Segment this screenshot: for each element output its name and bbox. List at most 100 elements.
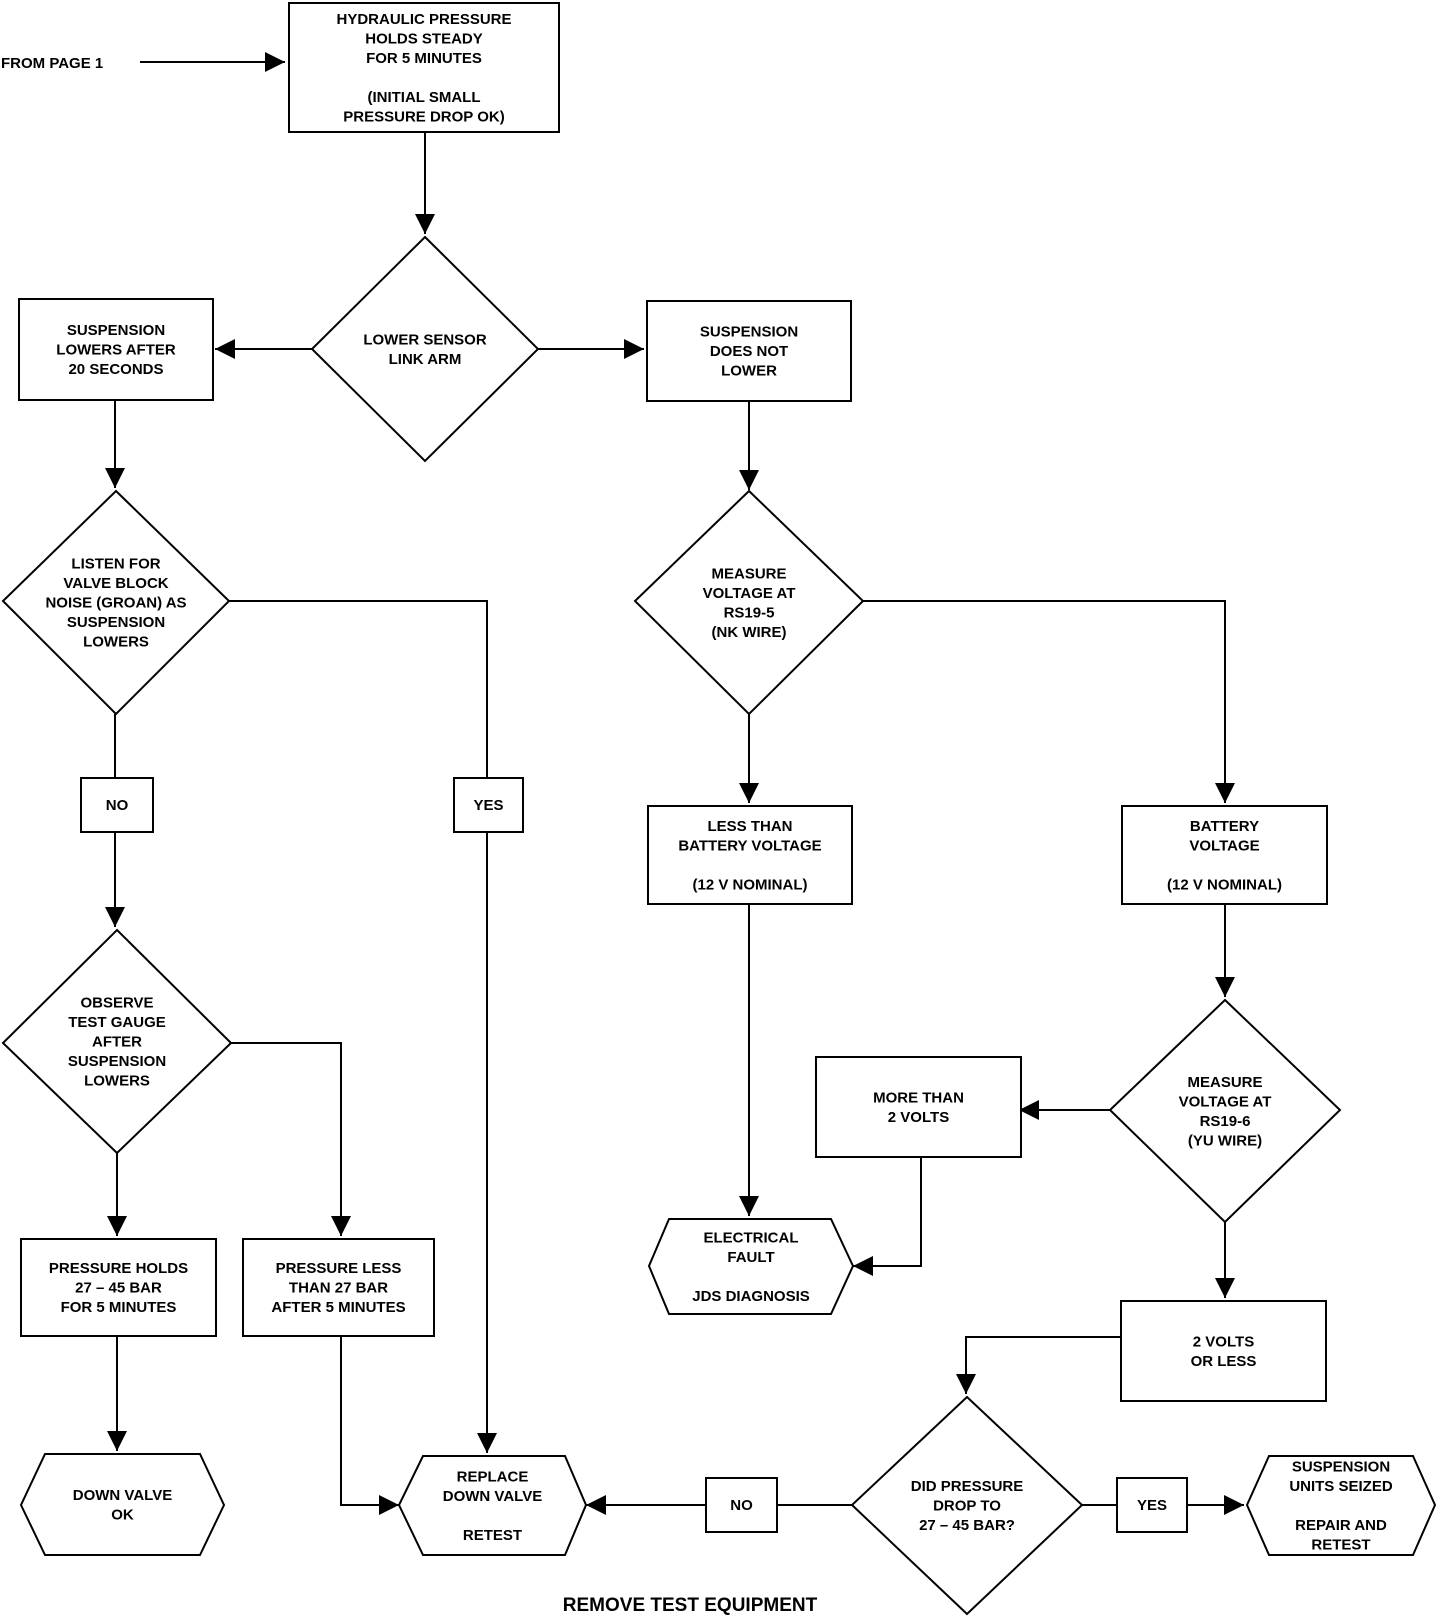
more-than-2v-label-line: 2 VOLTS [888,1109,949,1126]
measure-rs19-6-label-line: (YU WIRE) [1188,1132,1262,1149]
down-valve-ok-label-line: DOWN VALVE [73,1487,172,1504]
pressure-holds-label-line: PRESSURE HOLDS [49,1260,188,1277]
yes-2-label-line: YES [1137,1497,1167,1514]
battery-voltage-label-line: BATTERY [1190,818,1259,835]
listen-label-line: LOWERS [83,634,149,651]
holds-steady-label-line: FOR 5 MINUTES [366,50,482,67]
two-volts-less-label-line: 2 VOLTS [1193,1333,1254,1350]
electrical-fault-label-line: FAULT [727,1249,774,1266]
does-not-lower-label-line: DOES NOT [710,343,788,360]
replace-down-valve-label-line: RETEST [463,1527,522,1544]
listen-label-line: LISTEN FOR [71,556,160,573]
connector-more-to-fault [853,1157,922,1276]
decision-measure-voltage-rs19-6: MEASURE VOLTAGE AT RS19-6 (YU WIRE) [1108,998,1342,1224]
lower-sensor-label-line: LOWER SENSOR [363,331,487,348]
listen-label-line: VALVE BLOCK [63,575,168,592]
holds-steady-label-line: HYDRAULIC PRESSURE [336,11,511,28]
terminal-electrical-fault: ELECTRICAL FAULT JDS DIAGNOSIS [647,1218,855,1315]
pressure-less-label-line: THAN 27 BAR [289,1280,388,1297]
measure-rs19-5-label-line: (NK WIRE) [712,624,787,641]
terminal-replace-down-valve: REPLACE DOWN VALVE RETEST [397,1455,588,1556]
units-seized-label-line: REPAIR AND [1295,1517,1387,1534]
electrical-fault-label-line: JDS DIAGNOSIS [692,1288,810,1305]
decision-observe-test-gauge: OBSERVE TEST GAUGE AFTER SUSPENSION LOWERS [1,928,233,1155]
holds-steady-label-line: PRESSURE DROP OK) [343,108,504,125]
terminal-down-valve-ok: DOWN VALVE OK [19,1453,226,1556]
observe-label-line: SUSPENSION [68,1053,166,1070]
measure-rs19-5-label-line: MEASURE [711,565,786,582]
terminal-suspension-units-seized: SUSPENSION UNITS SEIZED REPAIR AND RETEST [1245,1455,1437,1556]
more-than-2v-label-line: MORE THAN [873,1089,964,1106]
measure-rs19-6-label-line: RS19-6 [1200,1113,1251,1130]
box-hydraulic-pressure-holds-steady: HYDRAULIC PRESSURE HOLDS STEADY FOR 5 MINU… [288,2,560,133]
footer-remove-test-equipment: REMOVE TEST EQUIPMENT [563,1595,818,1616]
lower-sensor-label-line: LINK ARM [389,351,462,368]
battery-voltage-label-line: VOLTAGE [1189,837,1259,854]
no-2-label-line: NO [730,1497,753,1514]
observe-label-line: TEST GAUGE [68,1014,166,1031]
box-battery-voltage: BATTERY VOLTAGE (12 V NOMINAL) [1121,805,1328,905]
box-pressure-holds: PRESSURE HOLDS 27 – 45 BAR FOR 5 MINUTES [20,1238,217,1337]
connectors [105,52,1244,1515]
decision-measure-voltage-rs19-5: MEASURE VOLTAGE AT RS19-5 (NK WIRE) [633,489,865,716]
decision-did-pressure-drop: DID PRESSURE DROP TO 27 – 45 BAR? [850,1395,1084,1616]
replace-down-valve-label-line: DOWN VALVE [443,1488,542,1505]
measure-rs19-6-label-line: MEASURE [1187,1074,1262,1091]
yes-1-label-line: YES [473,797,503,814]
connector-2v-to-pressure [956,1336,1121,1394]
down-valve-ok-label-line: OK [111,1506,134,1523]
label-no-pressure: NO [705,1477,778,1533]
lowers-after-label-line: 20 SECONDS [68,361,163,378]
box-suspension-lowers-after: SUSPENSION LOWERS AFTER 20 SECONDS [18,298,214,401]
did-pressure-drop-label-line: 27 – 45 BAR? [919,1517,1015,1534]
label-no-listen: NO [80,777,154,833]
does-not-lower-label-line: SUSPENSION [700,324,798,341]
listen-label-line: SUSPENSION [67,614,165,631]
observe-label-line: AFTER [92,1034,142,1051]
measure-rs19-5-label-line: RS19-5 [724,604,775,621]
box-more-than-2-volts: MORE THAN 2 VOLTS [815,1056,1022,1158]
lowers-after-label-line: LOWERS AFTER [56,342,176,359]
connector-measure5-to-battery [863,600,1235,803]
did-pressure-drop-label-line: DID PRESSURE [911,1478,1024,1495]
less-than-batt-label-line: LESS THAN [707,818,792,835]
box-2-volts-or-less: 2 VOLTS OR LESS [1120,1300,1327,1402]
pressure-less-label-line: AFTER 5 MINUTES [271,1299,405,1316]
box-suspension-does-not-lower: SUSPENSION DOES NOT LOWER [646,300,852,402]
no-1-label-line: NO [106,797,129,814]
did-pressure-drop-label-line: DROP TO [933,1498,1001,1515]
decision-lower-sensor-link-arm: LOWER SENSOR LINK ARM [310,235,540,463]
less-than-batt-label-line: (12 V NOMINAL) [692,876,807,893]
box-pressure-less: PRESSURE LESS THAN 27 BAR AFTER 5 MINUTES [242,1238,435,1337]
units-seized-label-line: SUSPENSION [1292,1459,1390,1476]
pressure-less-label-line: PRESSURE LESS [276,1260,402,1277]
does-not-lower-label-line: LOWER [721,363,777,380]
entry-label: FROM PAGE 1 [1,55,103,72]
replace-down-valve-label-line: REPLACE [457,1468,529,1485]
connector-listen-to-yes [229,600,488,778]
label-yes-pressure: YES [1116,1477,1188,1533]
connector-less-to-replace [340,1336,399,1515]
battery-voltage-label-line: (12 V NOMINAL) [1167,876,1282,893]
holds-steady-label-line: (INITIAL SMALL [367,89,480,106]
observe-label-line: LOWERS [84,1073,150,1090]
measure-rs19-6-label-line: VOLTAGE AT [1179,1093,1272,1110]
two-volts-less-label-line: OR LESS [1191,1353,1257,1370]
holds-steady-label-line: HOLDS STEADY [365,30,483,47]
observe-label-line: OBSERVE [80,995,153,1012]
units-seized-label-line: RETEST [1311,1537,1370,1554]
measure-rs19-5-label-line: VOLTAGE AT [703,585,796,602]
label-yes-listen: YES [453,777,524,833]
pressure-holds-label-line: FOR 5 MINUTES [61,1299,177,1316]
connector-observe-to-less [231,1042,351,1236]
pressure-holds-label-line: 27 – 45 BAR [75,1280,162,1297]
less-than-batt-label-line: BATTERY VOLTAGE [678,837,821,854]
box-less-than-battery-voltage: LESS THAN BATTERY VOLTAGE (12 V NOMINAL) [647,805,853,905]
electrical-fault-label-line: ELECTRICAL [704,1229,799,1246]
units-seized-label-line: UNITS SEIZED [1289,1478,1393,1495]
decision-listen-valve-block-noise: LISTEN FOR VALVE BLOCK NOISE (GROAN) AS SUS… [1,489,231,716]
lowers-after-label-line: SUSPENSION [67,322,165,339]
listen-label-line: NOISE (GROAN) AS [45,595,186,612]
